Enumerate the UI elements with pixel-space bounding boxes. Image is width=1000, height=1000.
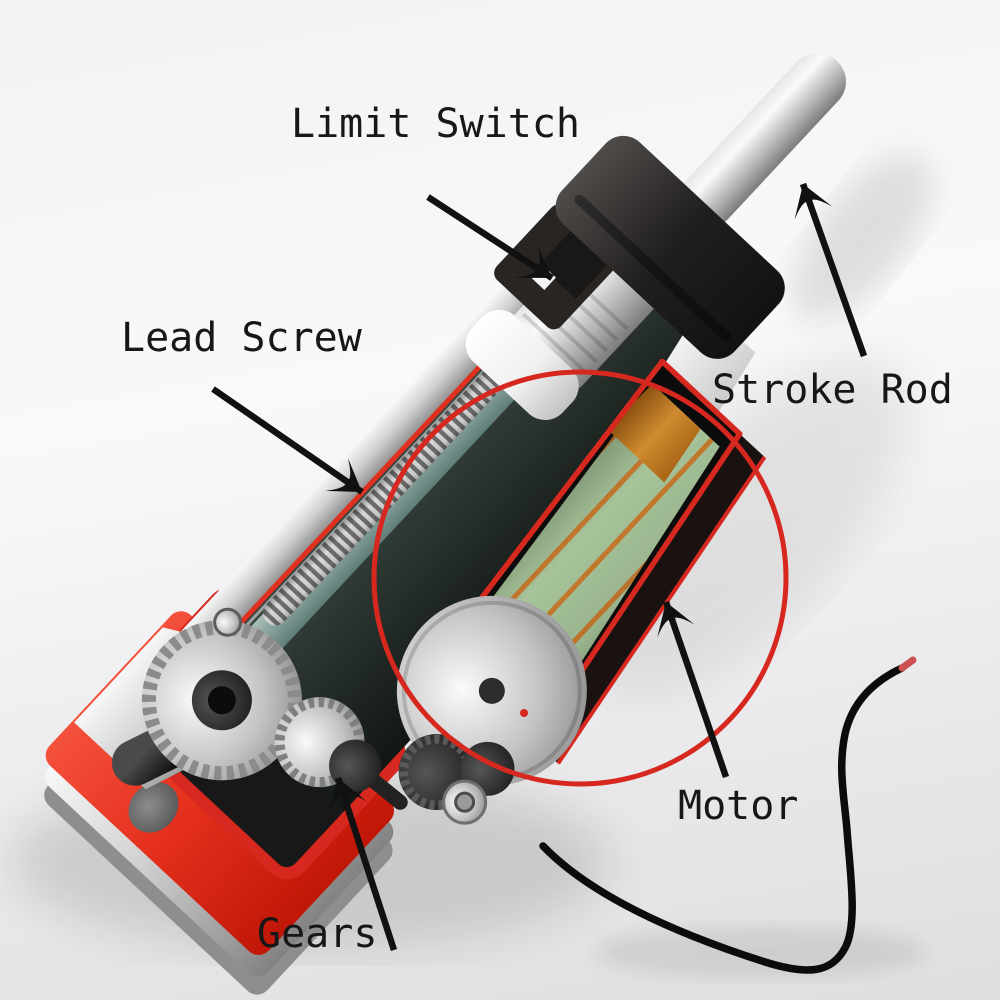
power-cable xyxy=(539,656,917,974)
label-gears: Gears xyxy=(257,911,378,957)
highlight-pen-dot xyxy=(520,709,528,717)
motor-winding-far xyxy=(607,383,701,483)
arrow-motor xyxy=(657,600,730,779)
motor-highlight-circle xyxy=(371,369,789,787)
rubber-collar xyxy=(555,135,785,359)
mounting-hole xyxy=(128,782,179,833)
annotations xyxy=(211,182,868,952)
bolts xyxy=(213,607,488,825)
cable-wire xyxy=(539,664,906,974)
hex-bolt-socket xyxy=(454,791,476,813)
channel-dark xyxy=(534,432,765,764)
rubber-collar-groove xyxy=(574,194,731,341)
motor-shaft xyxy=(478,677,505,704)
stroke-rod-part xyxy=(678,52,846,229)
collar-shadow xyxy=(791,154,933,322)
arrow-lead-screw xyxy=(211,386,364,495)
arrow-limit-switch xyxy=(426,194,554,281)
cover-bolt xyxy=(213,607,243,637)
arrow-gears xyxy=(328,776,398,952)
annotation-arrows xyxy=(211,182,868,952)
label-stroke-rod: Stroke Rod xyxy=(712,367,953,413)
limit-switch-body xyxy=(539,231,608,299)
label-motor: Motor xyxy=(678,783,799,829)
drive-nut xyxy=(465,309,579,421)
cable-stripped-tip xyxy=(898,656,917,672)
worm-gear-bore xyxy=(207,686,236,715)
gears-part xyxy=(111,620,515,811)
label-lead-screw: Lead Screw xyxy=(121,315,362,361)
label-limit-switch: Limit Switch xyxy=(291,101,580,147)
arrow-stroke-rod xyxy=(794,182,868,358)
cable-shadow xyxy=(595,926,925,978)
